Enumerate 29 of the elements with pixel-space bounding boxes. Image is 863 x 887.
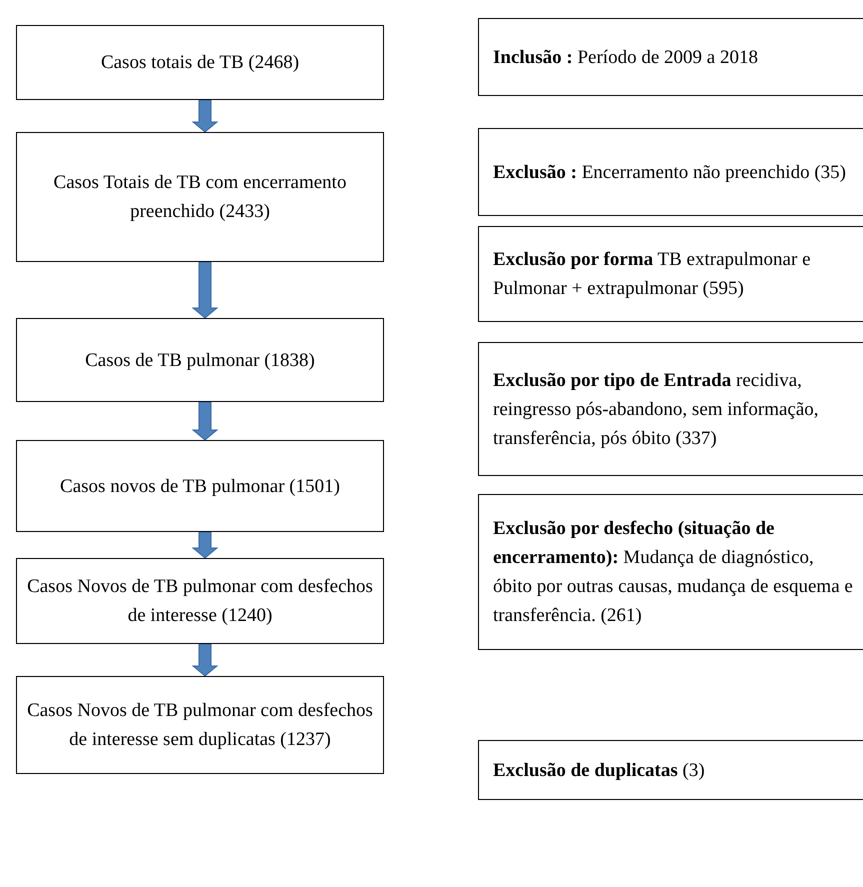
box-text: Casos de TB pulmonar (1838) xyxy=(85,348,315,372)
process-box xyxy=(16,132,384,262)
box-text: Exclusão por forma TB extrapulmonar e Pulmonar + extrapulmonar (595) xyxy=(493,248,812,301)
box-text: Casos Novos de TB pulmonar com desfechos de interesse (1240) xyxy=(27,575,373,628)
block-arrow xyxy=(192,644,218,677)
box-text: Exclusão de duplicatas (3) xyxy=(493,758,705,782)
block-arrow xyxy=(192,532,218,559)
process-box xyxy=(16,440,384,532)
criteria-box xyxy=(478,18,863,96)
block-arrow xyxy=(192,262,218,319)
box-text: Casos Novos de TB pulmonar com desfechos de interesse sem duplicatas (1237) xyxy=(27,699,373,752)
box-text: Inclusão : Período de 2009 a 2018 xyxy=(493,46,758,70)
process-box xyxy=(16,318,384,402)
block-arrow xyxy=(192,100,218,133)
box-text: Exclusão por tipo de Entrada recidiva, reingresso pós-abandono, sem informação, transferência, pós óbito (337) xyxy=(493,368,820,450)
block-arrow xyxy=(192,402,218,441)
criteria-box xyxy=(478,740,863,800)
box-text: Casos totais de TB (2468) xyxy=(100,51,300,75)
criteria-box xyxy=(478,226,863,322)
criteria-box xyxy=(478,494,863,650)
box-text: Exclusão : Encerramento não preenchido (35) xyxy=(493,160,846,184)
box-text: Exclusão por desfecho (situação de encerramento): Mudança de diagnóstico, óbito por outras causas, mudança de esquema e transferência. (261) xyxy=(493,517,853,628)
criteria-box xyxy=(478,342,863,476)
criteria-box xyxy=(478,128,863,216)
process-box xyxy=(16,676,384,774)
process-box xyxy=(16,25,384,100)
process-box xyxy=(16,558,384,644)
box-text: Casos Totais de TB com encerramento preenchido (2433) xyxy=(52,171,348,224)
box-text: Casos novos de TB pulmonar (1501) xyxy=(60,474,340,498)
